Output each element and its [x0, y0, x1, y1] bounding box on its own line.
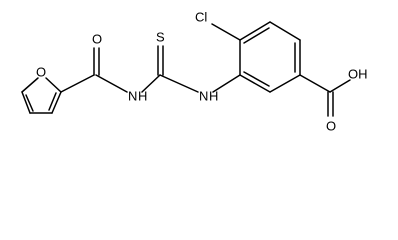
atom-acid-hydroxyl: OH: [348, 66, 368, 81]
furan-ring: [21, 77, 62, 114]
atom-thiourea-n: N: [199, 88, 208, 103]
bond-furan-c3-c2-inner: [48, 92, 57, 111]
bond-ring-carboxyl: [299, 74, 331, 93]
benzene-ring: [239, 21, 301, 93]
carboxylic-acid: [299, 74, 351, 117]
bond-ring-cl: [211, 23, 241, 41]
bond-furan-c5-c4: [21, 91, 31, 114]
bond-thiocarbonyl-n2: [159, 74, 199, 93]
structure-diagram: O O N H S N H Cl OH O: [21, 9, 368, 133]
molecule-canvas: O O N H S N H Cl OH O: [21, 9, 368, 134]
bond-carboxyl-oh: [329, 79, 351, 93]
bond-ring-c6-c1-inner: [243, 71, 270, 87]
bond-ring-c2-c3-inner: [243, 27, 270, 44]
atom-acid-oxygen: O: [326, 118, 336, 133]
atom-thiourea-h: H: [209, 88, 218, 103]
bond-n-thiocarbonyl: [141, 74, 161, 93]
atom-carbonyl-oxygen: O: [92, 31, 102, 46]
bond-ring-c2-c3: [239, 21, 271, 41]
bond-ring-c5-c6: [269, 74, 301, 93]
atom-sulfur: S: [156, 29, 165, 44]
bond-furan-c5-c4-inner: [25, 94, 34, 112]
bond-n2-ring: [212, 74, 241, 93]
bond-carbonyl-n: [95, 74, 128, 93]
atom-amide-nh: N H: [128, 88, 147, 103]
bond-furan-c2-o: [45, 77, 62, 93]
bond-furan-o-c5: [21, 77, 39, 93]
bond-furan-c3-c2: [51, 91, 62, 114]
bond-ring-c6-c1: [239, 74, 271, 93]
atom-thiourea-nh: N H: [199, 88, 218, 103]
atom-furan-oxygen: O: [36, 64, 46, 79]
bond-c2-carbonyl: [60, 74, 95, 93]
atom-amide-h: H: [138, 88, 147, 103]
atom-amide-n: N: [128, 88, 137, 103]
amide-chain: [60, 45, 241, 93]
atom-chlorine: Cl: [195, 9, 207, 24]
bond-ring-c3-c4: [269, 21, 301, 41]
